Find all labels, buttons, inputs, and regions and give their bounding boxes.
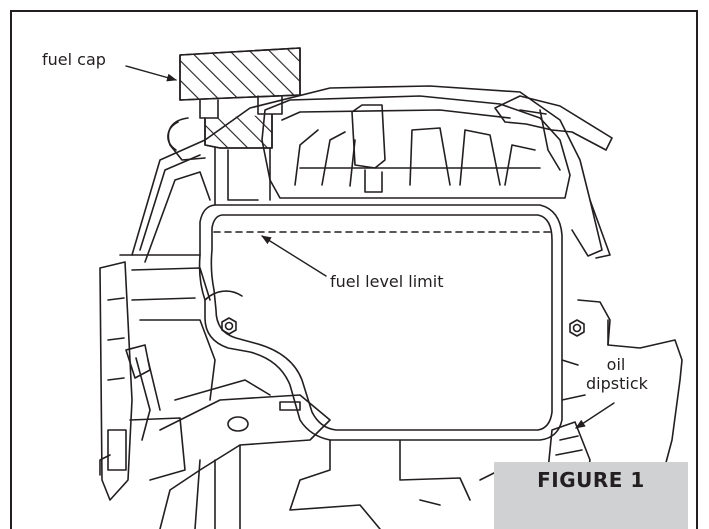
hex-bolt-left — [221, 317, 237, 335]
fuel-cap — [167, 47, 301, 161]
fuel-cap-arrow — [125, 65, 177, 82]
fuel-cap-label: fuel cap — [42, 50, 106, 69]
carburetor-linkage — [99, 261, 331, 529]
figure-badge-text: FIGURE 1 — [537, 468, 645, 492]
oil-dipstick-label: oil dipstick — [586, 355, 648, 393]
oil-dipstick-label-line2: dipstick — [586, 374, 648, 393]
figure-badge: FIGURE 1 — [494, 462, 688, 529]
fuel-tank — [198, 204, 563, 441]
oil-dipstick-arrow — [575, 402, 615, 429]
hex-bolt-right — [569, 319, 585, 337]
figure-frame — [10, 10, 698, 529]
fuel-level-limit-label: fuel level limit — [330, 272, 444, 291]
fuel-level-arrow — [261, 235, 327, 277]
engine-block-bottom — [239, 439, 501, 529]
filler-neck — [214, 147, 271, 206]
recoil-starter — [261, 95, 571, 199]
oil-dipstick-label-line1: oil — [606, 355, 626, 374]
engine-block-right — [561, 299, 683, 471]
starter-handle — [494, 95, 613, 171]
